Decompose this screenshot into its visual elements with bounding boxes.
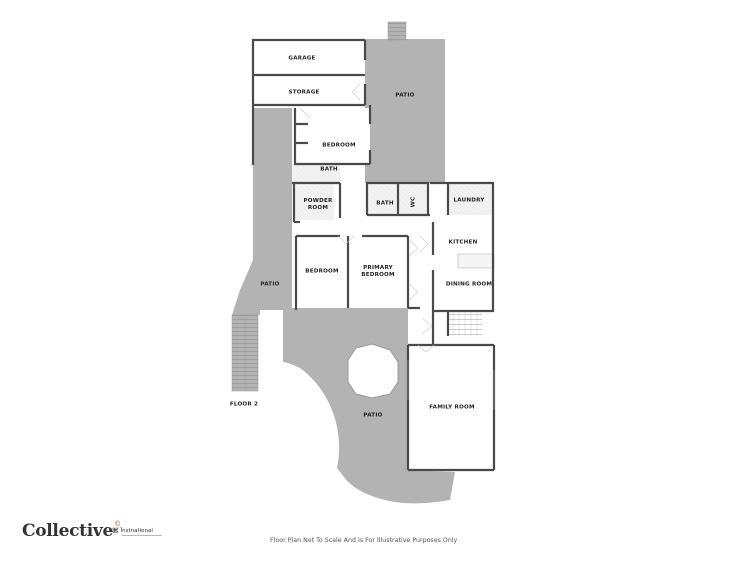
patio-west (231, 108, 292, 392)
room-label-bedroom-2: BEDROOM (305, 268, 339, 275)
room-label-wc: WC (410, 196, 417, 208)
walls (251, 38, 496, 472)
room-label-dining-room: DINING ROOM (445, 281, 493, 288)
disclaimer-text: Floor Plan Not To Scale And Is For Illus… (270, 537, 458, 544)
room-label-bath: BATH (320, 166, 338, 173)
room-label-storage: STORAGE (288, 89, 320, 96)
room-label-patio-west: PATIO (260, 281, 280, 288)
partner-icon: ⌘ (112, 527, 119, 535)
room-label-garage: GARAGE (288, 55, 316, 62)
kitchen-island (457, 253, 495, 269)
partner-logo: ⌘ Ïnstnational (112, 527, 162, 536)
floor-label: FLOOR 2 (229, 401, 259, 408)
room-label-powder-room: POWDER ROOM (303, 198, 333, 211)
room-label-bedroom: BEDROOM (322, 142, 356, 149)
room-label-family-room: FAMILY ROOM (429, 404, 475, 411)
partner-tagline-line (122, 535, 162, 536)
brand-mark: © (113, 519, 121, 528)
room-label-patio-north: PATIO (395, 92, 415, 99)
patio-south (283, 308, 455, 504)
room-label-patio-south: PATIO (363, 412, 383, 419)
room-label-bath-2: BATH (376, 200, 394, 207)
brand-name: Collective (22, 521, 113, 541)
interior-stairs (448, 310, 482, 336)
patio-north (365, 21, 445, 183)
room-label-laundry: LAUNDRY (453, 197, 485, 204)
brand-logo: Collective© (22, 519, 121, 541)
partner-name: Ïnstnational (120, 528, 153, 534)
room-label-primary-bedroom: PRIMARY BEDROOM (361, 265, 395, 278)
room-label-kitchen: KITCHEN (448, 239, 478, 246)
